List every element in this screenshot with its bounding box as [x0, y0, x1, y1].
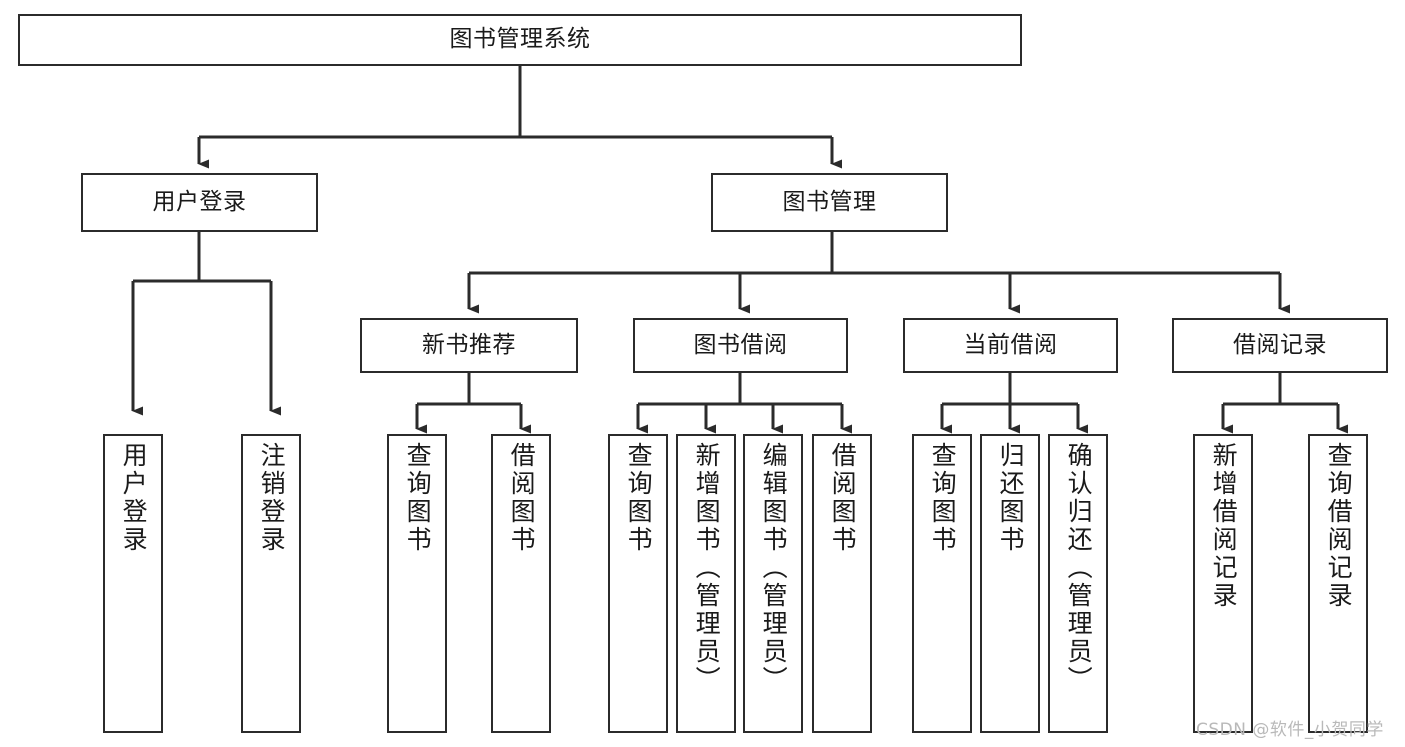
- node-leaf-user-login-label: 用户登录: [119, 442, 149, 554]
- node-leaf-query-record[interactable]: 查询借阅记录: [1308, 434, 1368, 733]
- node-book-borrow[interactable]: 图书借阅: [633, 318, 848, 373]
- node-borrow-record[interactable]: 借阅记录: [1172, 318, 1388, 373]
- node-root[interactable]: 图书管理系统: [18, 14, 1022, 66]
- node-leaf-borrow-book-1-label: 借阅图书: [507, 442, 537, 554]
- node-user-login-label: 用户登录: [152, 188, 247, 215]
- node-new-book-recommend-label: 新书推荐: [422, 331, 516, 358]
- node-leaf-query-book-3[interactable]: 查询图书: [912, 434, 972, 733]
- node-current-borrow[interactable]: 当前借阅: [903, 318, 1118, 373]
- node-leaf-borrow-book-2-label: 借阅图书: [828, 442, 858, 554]
- node-leaf-query-book-1-label: 查询图书: [403, 442, 433, 554]
- node-leaf-add-book[interactable]: 新增图书（管理员）: [676, 434, 736, 733]
- node-leaf-query-book-2-label: 查询图书: [624, 442, 654, 554]
- node-leaf-edit-book-label: 编辑图书（管理员）: [759, 442, 789, 694]
- node-book-manage[interactable]: 图书管理: [711, 173, 948, 232]
- node-root-label: 图书管理系统: [449, 26, 591, 53]
- node-book-manage-label: 图书管理: [782, 188, 877, 215]
- node-leaf-add-record[interactable]: 新增借阅记录: [1193, 434, 1253, 733]
- node-leaf-query-record-label: 查询借阅记录: [1324, 442, 1354, 610]
- csdn-watermark: CSDN @软件_小贺同学: [1196, 720, 1384, 740]
- node-leaf-borrow-book-2[interactable]: 借阅图书: [812, 434, 872, 733]
- node-user-login[interactable]: 用户登录: [81, 173, 318, 232]
- node-leaf-add-record-label: 新增借阅记录: [1209, 442, 1239, 610]
- node-leaf-query-book-2[interactable]: 查询图书: [608, 434, 668, 733]
- node-book-borrow-label: 图书借阅: [693, 331, 788, 358]
- node-current-borrow-label: 当前借阅: [963, 331, 1058, 358]
- node-leaf-user-login[interactable]: 用户登录: [103, 434, 163, 733]
- node-leaf-return-book[interactable]: 归还图书: [980, 434, 1040, 733]
- node-leaf-edit-book[interactable]: 编辑图书（管理员）: [743, 434, 803, 733]
- node-leaf-logout-login[interactable]: 注销登录: [241, 434, 301, 733]
- node-leaf-confirm-return[interactable]: 确认归还（管理员）: [1048, 434, 1108, 733]
- node-leaf-return-book-label: 归还图书: [996, 442, 1026, 554]
- node-leaf-logout-login-label: 注销登录: [257, 442, 287, 554]
- node-leaf-add-book-label: 新增图书（管理员）: [692, 442, 722, 694]
- node-leaf-confirm-return-label: 确认归还（管理员）: [1064, 442, 1094, 694]
- node-new-book-recommend[interactable]: 新书推荐: [360, 318, 578, 373]
- node-leaf-query-book-1[interactable]: 查询图书: [387, 434, 447, 733]
- node-borrow-record-label: 借阅记录: [1233, 331, 1327, 358]
- node-leaf-borrow-book-1[interactable]: 借阅图书: [491, 434, 551, 733]
- node-leaf-query-book-3-label: 查询图书: [928, 442, 958, 554]
